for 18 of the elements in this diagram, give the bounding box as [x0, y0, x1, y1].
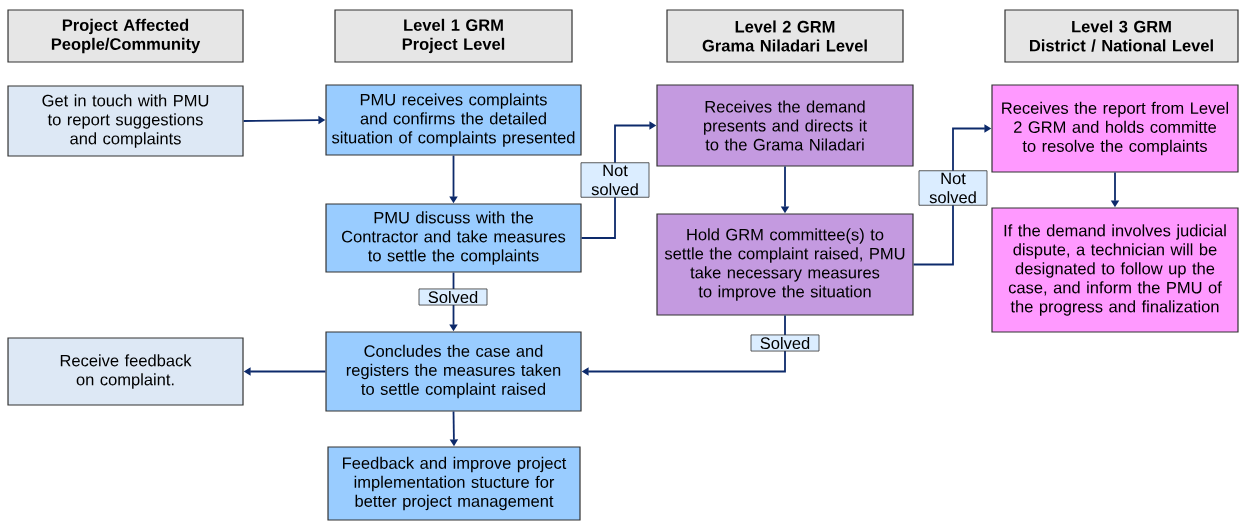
edge-label: Solved — [418, 288, 488, 306]
process-box: If the demand involves judicial dispute, a technician will be designated to follow up the case, and inform the PMU of the progress and finalization — [991, 207, 1239, 333]
process-box: Receives the report from Level 2 GRM and holds committe to resolve the complaints — [991, 84, 1239, 173]
process-box: Receive feedback on complaint. — [7, 337, 244, 406]
column-header: Level 2 GRM Grama Niladari Level — [666, 9, 904, 63]
process-box: Feedback and improve project implementation stucture for better project management — [327, 446, 581, 521]
edge-label: Solved — [750, 334, 820, 352]
column-header: Level 3 GRM District / National Level — [1004, 9, 1239, 63]
process-box: Concludes the case and registers the measures taken to settle complaint raised — [325, 331, 582, 412]
process-box: PMU receives complaints and confirms the detailed situation of complaints presented — [325, 84, 582, 156]
process-box: PMU discuss with the Contractor and take measures to settle the complaints — [325, 203, 582, 273]
edge-label: Not solved — [580, 162, 650, 198]
process-box: Get in touch with PMU to report suggestions and complaints — [7, 85, 244, 157]
process-box: Hold GRM committee(s) to settle the complaint raised, PMU take necessary measures to improve the situation — [656, 213, 914, 316]
column-header: Project Affected People/Community — [7, 9, 244, 63]
column-header: Level 1 GRM Project Level — [334, 9, 573, 63]
process-box: Receives the demand presents and directs it to the Grama Niladari — [656, 84, 914, 167]
edge-label: Not solved — [918, 170, 988, 206]
